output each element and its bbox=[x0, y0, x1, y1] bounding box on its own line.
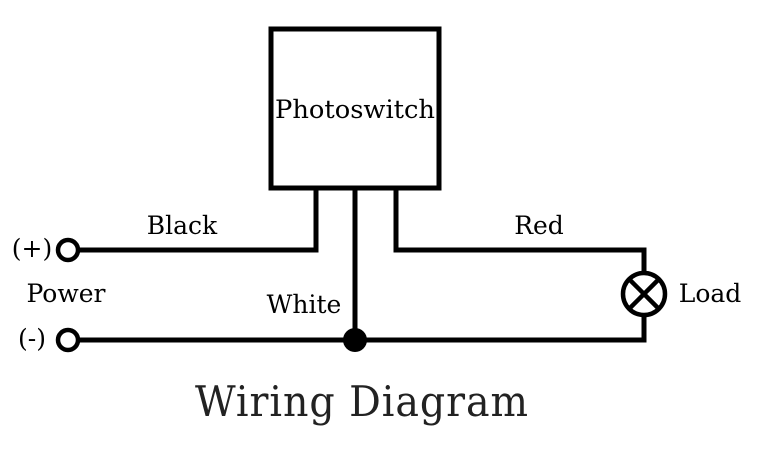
photoswitch-box bbox=[268, 26, 442, 191]
white-wire-label: White bbox=[267, 290, 342, 319]
negative-label: (-) bbox=[18, 324, 46, 353]
positive-label: (+) bbox=[12, 234, 52, 263]
diagram-caption: Wiring Diagram bbox=[195, 377, 529, 426]
red-wire bbox=[393, 185, 647, 274]
black-wire bbox=[77, 185, 319, 253]
junction-node bbox=[343, 328, 367, 352]
load-label: Load bbox=[679, 279, 742, 308]
negative-terminal-icon bbox=[55, 327, 81, 353]
positive-terminal-icon bbox=[55, 237, 81, 263]
photoswitch-label: Photoswitch bbox=[275, 95, 435, 124]
red-wire-label: Red bbox=[514, 211, 564, 240]
power-label: Power bbox=[26, 279, 105, 308]
return-wire bbox=[77, 314, 647, 343]
black-wire-label: Black bbox=[147, 211, 218, 240]
lamp-icon bbox=[620, 270, 668, 318]
